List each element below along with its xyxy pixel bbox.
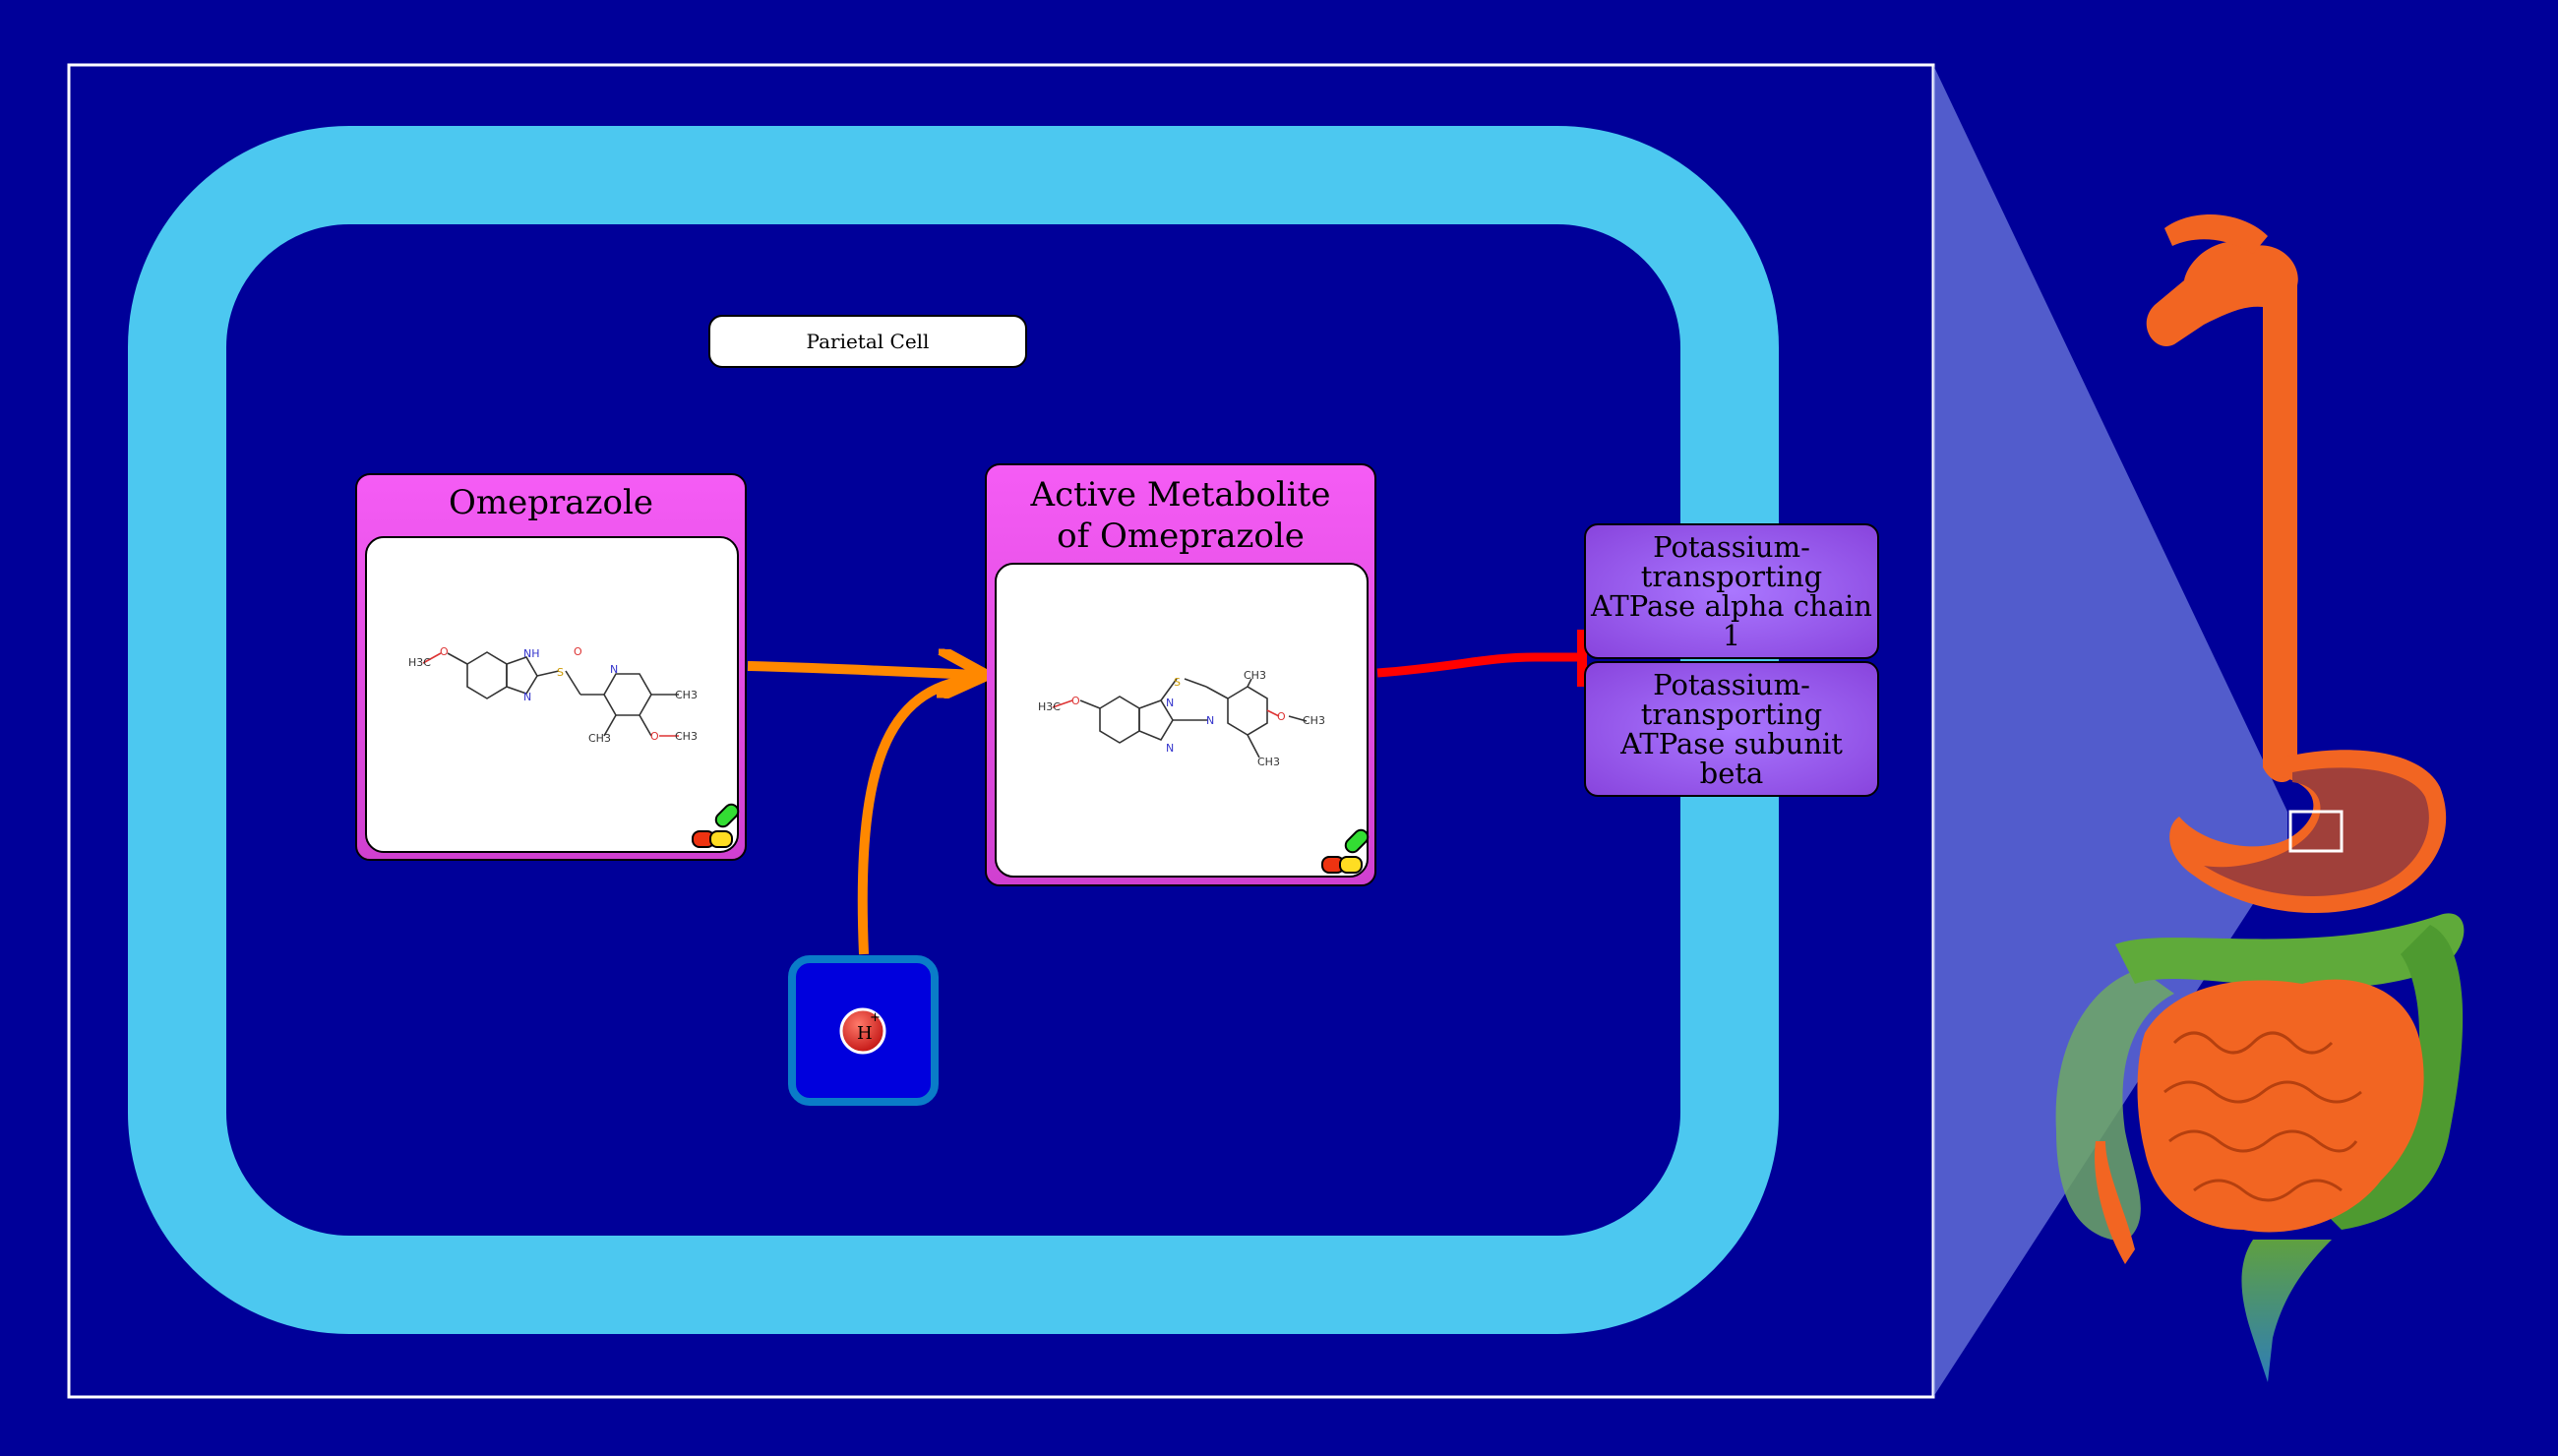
esophagus bbox=[2146, 241, 2298, 782]
descending-colon bbox=[2322, 925, 2464, 1230]
atom-n: N bbox=[610, 663, 618, 676]
metabolite-structure bbox=[1052, 678, 1308, 758]
proton-arrow bbox=[857, 674, 975, 955]
omeprazole-atom-labels: H3C O NH N S O N CH3 O CH3 CH3 bbox=[408, 645, 698, 745]
atom-n: N bbox=[523, 691, 531, 703]
zoom-projection bbox=[1933, 65, 2287, 1397]
active-metabolite-label: Active Metabolite of Omeprazole bbox=[1030, 475, 1331, 556]
atom-s: S bbox=[1174, 676, 1181, 689]
atom-n: N bbox=[1166, 697, 1174, 709]
atom-ch3: CH3 bbox=[675, 689, 698, 701]
atom-nh: NH bbox=[523, 647, 540, 660]
omeprazole-structure bbox=[422, 651, 679, 737]
atom-ch3: CH3 bbox=[675, 730, 698, 743]
appendix bbox=[2095, 1141, 2135, 1264]
atom-n: N bbox=[1206, 714, 1214, 727]
stomach-interior bbox=[2204, 767, 2429, 896]
atom-o: O bbox=[650, 730, 659, 743]
atom-o: O bbox=[440, 645, 449, 658]
proton-icon bbox=[839, 1007, 886, 1055]
pill-icon bbox=[1321, 828, 1370, 874]
atom-h3c: H3C bbox=[408, 656, 431, 669]
omeprazole-box[interactable] bbox=[355, 473, 747, 861]
atom-o: O bbox=[1277, 710, 1286, 723]
metabolite-atom-labels: H3C O N N S N CH3 O CH3 CH3 bbox=[1038, 669, 1325, 768]
ion-charge: + bbox=[870, 1010, 881, 1025]
atpase-beta-label: Potassium-transporting ATPase subunit be… bbox=[1620, 668, 1843, 790]
proton-ion-box[interactable]: H + bbox=[788, 955, 939, 1106]
omeprazole-label: Omeprazole bbox=[449, 483, 653, 522]
small-intestine bbox=[2137, 979, 2424, 1233]
zoom-region-marker bbox=[2288, 810, 2344, 853]
atom-ch3: CH3 bbox=[588, 732, 611, 745]
atom-ch3: CH3 bbox=[1244, 669, 1266, 682]
rectum bbox=[2241, 1240, 2332, 1382]
atom-n: N bbox=[1166, 742, 1174, 755]
ascending-colon bbox=[2055, 969, 2174, 1242]
atpase-beta-subunit-node[interactable]: Potassium-transporting ATPase subunit be… bbox=[1584, 661, 1879, 797]
transverse-colon bbox=[2115, 913, 2465, 989]
conversion-arrow bbox=[747, 666, 977, 675]
intestine-folds bbox=[2163, 1031, 2362, 1202]
atom-h3c: H3C bbox=[1038, 700, 1061, 713]
cell-compartment-label: Parietal Cell bbox=[708, 315, 1027, 368]
atom-o: O bbox=[574, 645, 582, 658]
atom-o: O bbox=[1071, 695, 1080, 707]
inhibition-line bbox=[1376, 652, 1579, 678]
oral-cavity bbox=[2164, 214, 2268, 254]
atom-ch3: CH3 bbox=[1257, 756, 1280, 768]
atpase-alpha-label: Potassium-transporting ATPase alpha chai… bbox=[1591, 530, 1872, 652]
pill-icon bbox=[692, 803, 740, 848]
atom-s: S bbox=[557, 666, 564, 679]
digestive-tract-illustration bbox=[2055, 214, 2465, 1382]
atpase-alpha-chain-node[interactable]: Potassium-transporting ATPase alpha chai… bbox=[1584, 523, 1879, 659]
atom-ch3: CH3 bbox=[1303, 714, 1325, 727]
ion-symbol: H bbox=[857, 1023, 873, 1044]
